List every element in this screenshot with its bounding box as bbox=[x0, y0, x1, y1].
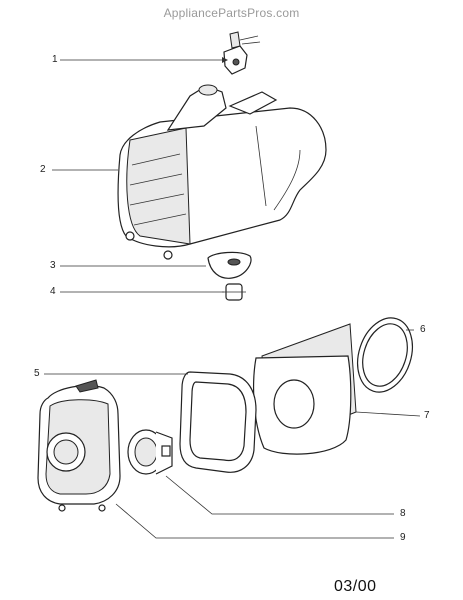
gasket-icon[interactable] bbox=[179, 371, 257, 473]
callout-2: 2 bbox=[40, 164, 46, 175]
callout-9: 9 bbox=[400, 532, 406, 543]
callout-6: 6 bbox=[420, 324, 426, 335]
bag-filter-icon[interactable] bbox=[253, 323, 357, 455]
callout-4: 4 bbox=[50, 286, 56, 297]
watermark: AppliancePartsPros.com bbox=[163, 6, 300, 20]
callout-8: 8 bbox=[400, 508, 406, 519]
cord-holder-icon[interactable] bbox=[207, 251, 252, 279]
port-adapter-icon[interactable] bbox=[127, 429, 173, 475]
clip-icon[interactable] bbox=[222, 283, 246, 301]
round-filter-icon[interactable] bbox=[349, 311, 422, 399]
callout-3: 3 bbox=[50, 260, 56, 271]
date-code: 03/00 bbox=[334, 578, 377, 595]
callout-1: 1 bbox=[52, 54, 58, 65]
callout-5: 5 bbox=[34, 368, 40, 379]
cord-connector-icon[interactable] bbox=[223, 31, 261, 75]
callout-7: 7 bbox=[424, 410, 430, 421]
leader-lines bbox=[44, 57, 421, 539]
body-housing-icon[interactable] bbox=[117, 84, 327, 260]
front-cover-icon[interactable] bbox=[37, 379, 121, 512]
